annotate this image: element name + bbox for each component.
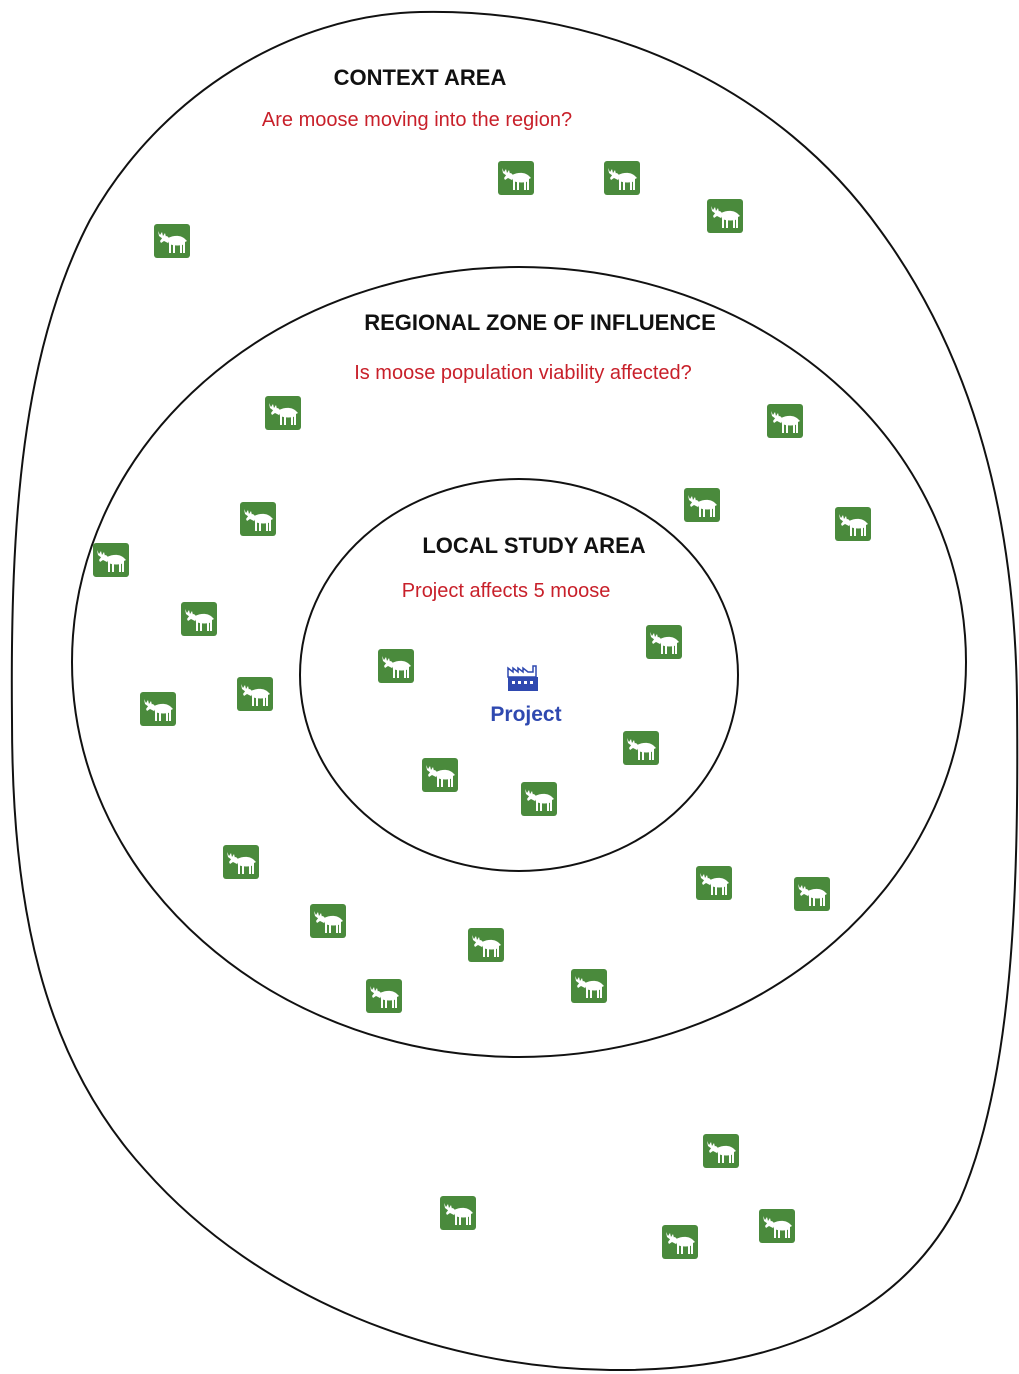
context-area-title: CONTEXT AREA (334, 65, 507, 90)
factory-icon (507, 665, 538, 691)
moose-icon (498, 161, 534, 195)
moose-icon (684, 488, 720, 522)
local-study-area-boundary (299, 478, 739, 872)
moose-icon (623, 731, 659, 765)
moose-icon (140, 692, 176, 726)
moose-icon (696, 866, 732, 900)
moose-icon (835, 507, 871, 541)
moose-icon (521, 782, 557, 816)
moose-icon (93, 543, 129, 577)
moose-icon (154, 224, 190, 258)
moose-icon (310, 904, 346, 938)
regional-zone-title: REGIONAL ZONE OF INFLUENCE (364, 310, 716, 335)
project-label: Project (490, 703, 561, 726)
moose-icon (440, 1196, 476, 1230)
moose-icon (707, 199, 743, 233)
context-area-question: Are moose moving into the region? (262, 109, 572, 131)
moose-icon (366, 979, 402, 1013)
local-study-area-question: Project affects 5 moose (402, 580, 611, 602)
moose-icon (767, 404, 803, 438)
local-study-area-title: LOCAL STUDY AREA (422, 533, 645, 558)
regional-zone-boundary (71, 266, 967, 1058)
context-area-boundary (10, 10, 1019, 1372)
moose-icon (759, 1209, 795, 1243)
moose-icon (265, 396, 301, 430)
regional-zone-question: Is moose population viability affected? (354, 362, 692, 384)
moose-icon (571, 969, 607, 1003)
moose-icon (422, 758, 458, 792)
moose-icon (662, 1225, 698, 1259)
moose-icon (237, 677, 273, 711)
moose-icon (378, 649, 414, 683)
moose-icon (794, 877, 830, 911)
moose-icon (604, 161, 640, 195)
moose-icon (181, 602, 217, 636)
moose-icon (646, 625, 682, 659)
moose-icon (223, 845, 259, 879)
moose-icon (240, 502, 276, 536)
moose-icon (468, 928, 504, 962)
moose-icon (703, 1134, 739, 1168)
